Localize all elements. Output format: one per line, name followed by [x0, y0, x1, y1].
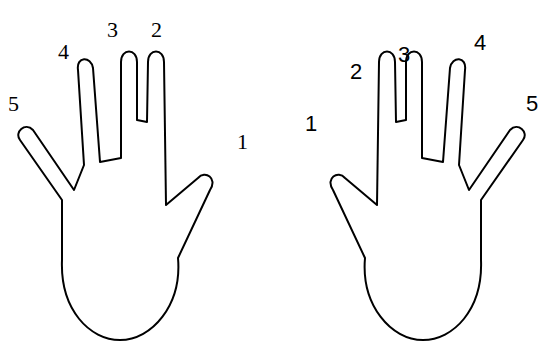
finger-number: 2 [151, 18, 162, 42]
right-hand [330, 52, 524, 341]
finger-number: 3 [398, 43, 410, 67]
finger-number: 2 [350, 60, 362, 84]
finger-number: 5 [8, 92, 19, 116]
finger-number: 4 [474, 31, 486, 55]
finger-number: 5 [526, 92, 538, 116]
left-hand [18, 52, 212, 341]
finger-number: 4 [58, 40, 69, 64]
finger-number: 1 [305, 112, 317, 136]
finger-number: 3 [107, 18, 118, 42]
finger-number: 1 [237, 130, 248, 154]
